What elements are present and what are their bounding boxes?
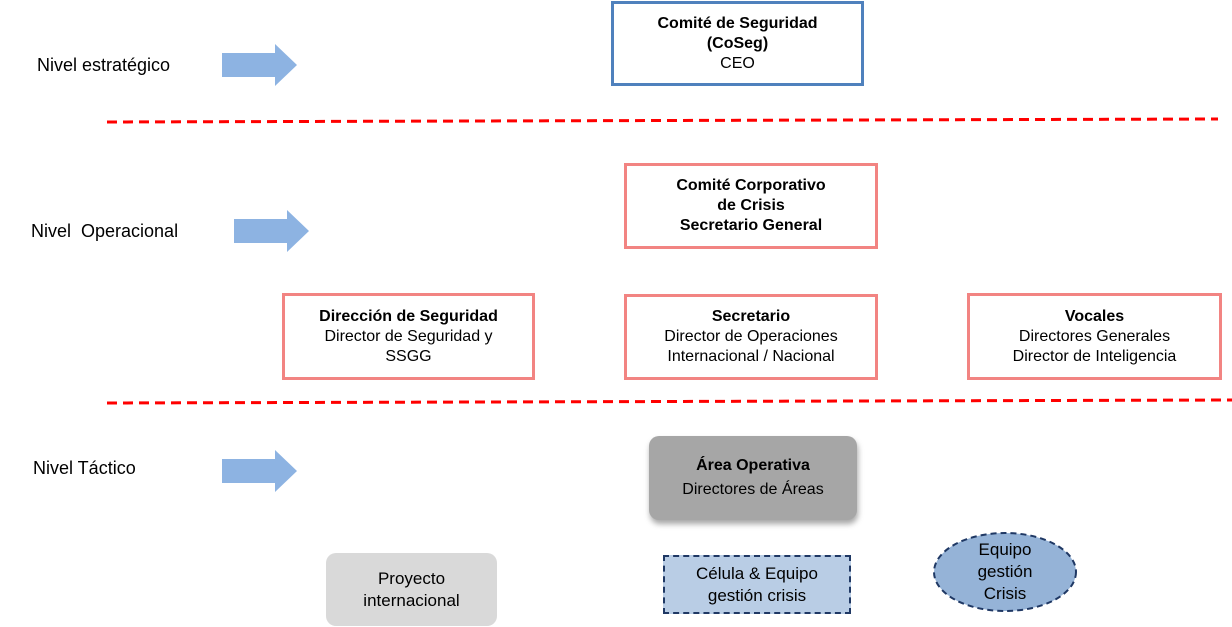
level-label-tactical: Nivel Táctico (33, 458, 136, 478)
equipo-line1: Equipo (978, 540, 1032, 559)
area-operativa-title: Área Operativa (696, 457, 810, 474)
secretario-title: Secretario (711, 308, 791, 325)
right-arrow-icon (234, 210, 309, 252)
right-arrow-icon (222, 450, 297, 492)
direccion-seguridad-title: Dirección de Seguridad (319, 307, 498, 325)
divider-strategic-operational (106, 117, 1219, 124)
proyecto-line1: Proyecto (377, 568, 446, 588)
coseg-title-line2: (CoSeg) (706, 34, 769, 52)
right-arrow-icon (222, 44, 297, 86)
vocales-line1: Directores Generales (1018, 327, 1171, 345)
celula-line2: gestión crisis (707, 585, 807, 605)
proyecto-line2: internacional (363, 590, 460, 610)
celula-equipo-box: Célula & Equipo gestión crisis (663, 555, 851, 614)
secretario-line1: Director de Operaciones (664, 328, 838, 345)
comite-corporativo-box: Comité Corporativo de Crisis Secretario … (624, 163, 878, 249)
level-label-strategic: Nivel estratégico (37, 55, 171, 75)
level-label-operational: Nivel Operacional (31, 221, 179, 241)
equipo-line3: Crisis (983, 584, 1027, 603)
comite-corporativo-line2: de Crisis (717, 197, 785, 214)
area-operativa-box: Área Operativa Directores de Áreas (649, 436, 857, 520)
coseg-subtitle: CEO (720, 54, 755, 72)
area-operativa-subtitle: Directores de Áreas (682, 481, 824, 498)
equipo-gestion-crisis-label: Equipo gestión Crisis (930, 539, 1080, 605)
secretario-line2: Internacional / Nacional (667, 348, 835, 365)
direccion-seguridad-line2: SSGG (385, 347, 432, 365)
secretario-box: Secretario Director de Operaciones Inter… (624, 294, 878, 380)
coseg-box: Comité de Seguridad (CoSeg) CEO (611, 1, 864, 86)
celula-line1: Célula & Equipo (696, 563, 818, 583)
direccion-seguridad-line1: Director de Seguridad y (324, 327, 493, 345)
comite-corporativo-line1: Comité Corporativo (676, 177, 826, 194)
vocales-line2: Director de Inteligencia (1012, 347, 1177, 365)
vocales-box: Vocales Directores Generales Director de… (967, 293, 1222, 380)
vocales-title: Vocales (1064, 307, 1125, 325)
coseg-title-line1: Comité de Seguridad (657, 14, 818, 32)
direccion-seguridad-box: Dirección de Seguridad Director de Segur… (282, 293, 535, 380)
divider-operational-tactical (106, 398, 1232, 405)
comite-corporativo-line3: Secretario General (679, 217, 823, 234)
equipo-gestion-crisis-ellipse (933, 532, 1077, 612)
equipo-line2: gestión (977, 562, 1033, 581)
proyecto-internacional-box: Proyecto internacional (326, 553, 497, 626)
